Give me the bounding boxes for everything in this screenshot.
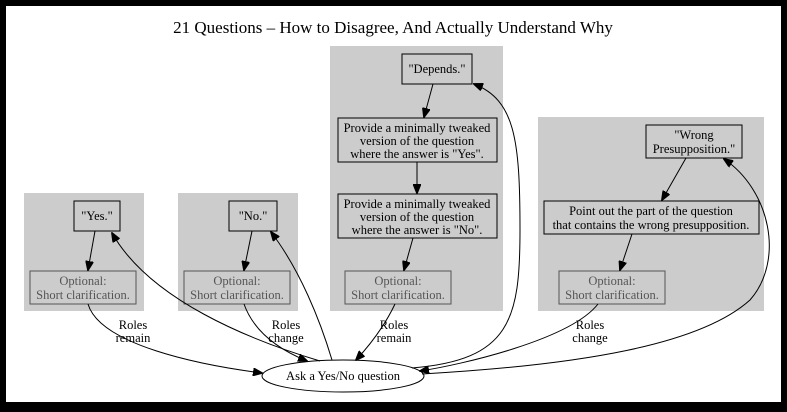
- edge-label-depends-line2: remain: [377, 331, 412, 345]
- edge-label-yes-line1: Roles: [119, 318, 148, 332]
- edge-label-wrong-line1: Roles: [576, 318, 605, 332]
- edge-ask-to-wrong: [421, 159, 770, 375]
- edge-yes-to-clarification: [88, 230, 96, 270]
- diagram-title: 21 Questions – How to Disagree, And Actu…: [173, 18, 613, 37]
- edge-label-no-line2: change: [268, 331, 304, 345]
- node-wrong-clarification: [558, 270, 666, 305]
- node-no-clarification-line1: Optional:: [213, 274, 260, 288]
- node-point-out-line1: Point out the part of the question: [569, 204, 734, 218]
- cluster-no: [178, 193, 298, 311]
- node-no: [228, 200, 278, 232]
- node-wrong-presupposition-line2: Presupposition.": [653, 142, 736, 156]
- node-tweak-yes-line1: Provide a minimally tweaked: [344, 121, 492, 135]
- node-point-out-line2: that contains the wrong presupposition.: [553, 218, 750, 232]
- node-wrong-clarification-line2: Short clarification.: [565, 288, 659, 302]
- node-ask-question-label: Ask a Yes/No question: [286, 369, 401, 383]
- edge-tweak-no-to-clarification: [404, 237, 414, 270]
- edge-ask-to-yes: [112, 233, 321, 362]
- edge-label-yes-line2: remain: [116, 331, 151, 345]
- node-no-clarification: [183, 270, 291, 305]
- node-depends: [401, 53, 473, 85]
- node-tweak-yes-line2: version of the question: [360, 134, 475, 148]
- node-tweak-no-line2: version of the question: [360, 210, 475, 224]
- node-tweak-no: [337, 193, 498, 239]
- node-yes-clarification-line1: Optional:: [59, 274, 106, 288]
- cluster-wrong-presupposition: [538, 117, 764, 311]
- edge-ask-to-depends: [411, 84, 521, 369]
- edge-depends-to-tweak-yes: [424, 83, 434, 117]
- node-tweak-no-line1: Provide a minimally tweaked: [344, 197, 492, 211]
- node-depends-clarification: [344, 270, 452, 305]
- node-wrong-presupposition-line1: "Wrong: [674, 128, 714, 142]
- edge-depends-clar-to-ask: [356, 303, 396, 360]
- node-tweak-no-line3: where the answer is "No".: [352, 223, 483, 237]
- node-no-label: "No.": [239, 209, 268, 223]
- edge-point-out-to-clarification: [620, 233, 633, 270]
- node-depends-clarification-line2: Short clarification.: [351, 288, 445, 302]
- node-yes-clarification-line2: Short clarification.: [36, 288, 130, 302]
- node-wrong-presupposition: [645, 124, 743, 159]
- edge-label-no-line1: Roles: [272, 318, 301, 332]
- edge-label-wrong-line2: change: [572, 331, 608, 345]
- node-depends-label: "Depends.": [408, 62, 465, 76]
- edge-no-to-clarification: [244, 230, 253, 270]
- node-depends-clarification-line1: Optional:: [374, 274, 421, 288]
- node-tweak-yes-line3: where the answer is "Yes".: [350, 147, 484, 161]
- node-yes: [73, 200, 121, 232]
- edge-wrong-to-point-out: [662, 157, 687, 200]
- edge-yes-clar-to-ask: [87, 303, 262, 373]
- node-wrong-clarification-line1: Optional:: [588, 274, 635, 288]
- edge-label-depends-line1: Roles: [380, 318, 409, 332]
- edge-no-clar-to-ask: [243, 303, 307, 361]
- edge-ask-to-no: [271, 232, 333, 361]
- cluster-yes: [24, 193, 144, 311]
- node-yes-clarification: [29, 270, 137, 305]
- edge-wrong-clar-to-ask: [420, 303, 599, 371]
- node-no-clarification-line2: Short clarification.: [190, 288, 284, 302]
- node-yes-label: "Yes.": [81, 209, 113, 223]
- node-point-out: [543, 200, 760, 235]
